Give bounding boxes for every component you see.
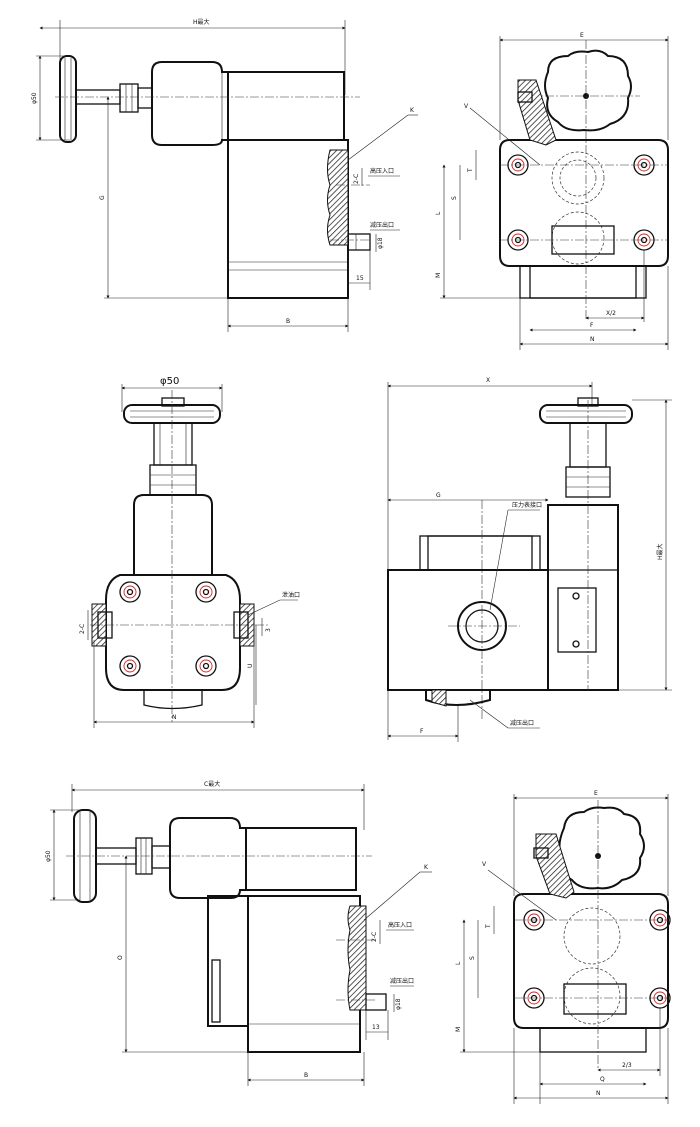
dim-g: G (99, 195, 106, 200)
dim-e: E (580, 32, 584, 39)
label-gauge: 压力表接口 (512, 501, 542, 509)
dim-t6: T (485, 924, 492, 929)
dim-half6: 2/3 (622, 1062, 632, 1069)
bolt-holes-6 (523, 909, 671, 1009)
dim-g4: G (436, 492, 441, 499)
dim-m: M (435, 273, 442, 278)
bolt-holes-front (119, 581, 217, 677)
label-k5: K (424, 864, 429, 871)
label-inlet: 高压入口 (370, 167, 394, 175)
dim-n3: N (172, 714, 177, 721)
dim-q6: Q (600, 1076, 605, 1083)
lock-nut (119, 83, 139, 113)
dim-n6: N (596, 1090, 601, 1097)
dim-s6: S (469, 956, 476, 960)
label-2c: 2-C (79, 624, 86, 634)
dim-s: S (451, 196, 458, 200)
dim-15: 15 (356, 275, 364, 282)
front-view-3: φ50 泄油口 3 (79, 376, 300, 728)
front-view-6: E V L M S T 2/3 Q N (455, 790, 671, 1104)
body-5 (247, 895, 361, 1053)
label-v: V (464, 103, 469, 110)
dim-13: 13 (372, 1024, 380, 1031)
body-side (387, 569, 549, 691)
label-v6: V (482, 861, 487, 868)
side-view-1: H最大 φ50 K 2-C (31, 18, 418, 332)
side-view-4: X G 压力表接口 减压出口 (387, 377, 672, 742)
dim-b: B (286, 318, 290, 325)
dim-phi5: φ50 (45, 850, 52, 862)
body-front (105, 574, 241, 691)
label-thread: φ18 (377, 237, 384, 249)
label-k: K (410, 107, 415, 114)
dim-f4: F (420, 728, 424, 735)
label-outlet: 减压出口 (370, 221, 394, 229)
dim-h-max: H最大 (193, 18, 210, 26)
dim-n: N (590, 336, 595, 343)
label-outlet5: 减压出口 (390, 977, 414, 985)
dim-half: X/2 (606, 310, 616, 317)
dim-f: F (590, 322, 594, 329)
label-2c5: 2-C (371, 932, 378, 942)
front-view-2: E V L M S T (435, 32, 669, 350)
valve-face (499, 139, 669, 267)
label-drain: 泄油口 (282, 591, 300, 599)
dim-phi: φ50 (31, 92, 38, 104)
dim-b5: B (304, 1072, 308, 1079)
dim-e6: E (594, 790, 598, 797)
dim-h4: H最大 (656, 543, 664, 560)
label-outlet4: 减压出口 (510, 719, 534, 727)
face-6 (513, 893, 669, 1029)
bonnet (151, 61, 229, 146)
bolt-holes (507, 154, 655, 251)
dim-u: U (247, 664, 254, 668)
label-thread5: φ18 (395, 998, 402, 1010)
dim-3: 3 (265, 628, 272, 632)
side-view-5: C最大 φ50 K 2-C 高压入口 减压出口 φ1 (45, 780, 432, 1086)
dim-o5: O (117, 955, 124, 960)
dim-t: T (467, 168, 474, 173)
dim-l: L (435, 211, 442, 215)
dim-l6: L (455, 961, 462, 965)
label-inlet5: 高压入口 (388, 921, 412, 929)
dim-x: X (486, 377, 490, 384)
label-ptoc: 2-C (353, 174, 360, 184)
handwheel (59, 55, 77, 143)
knob (544, 49, 632, 132)
dim-c-max: C最大 (204, 780, 220, 788)
dim-phi-50: φ50 (160, 376, 179, 387)
dim-m6: M (455, 1027, 462, 1032)
